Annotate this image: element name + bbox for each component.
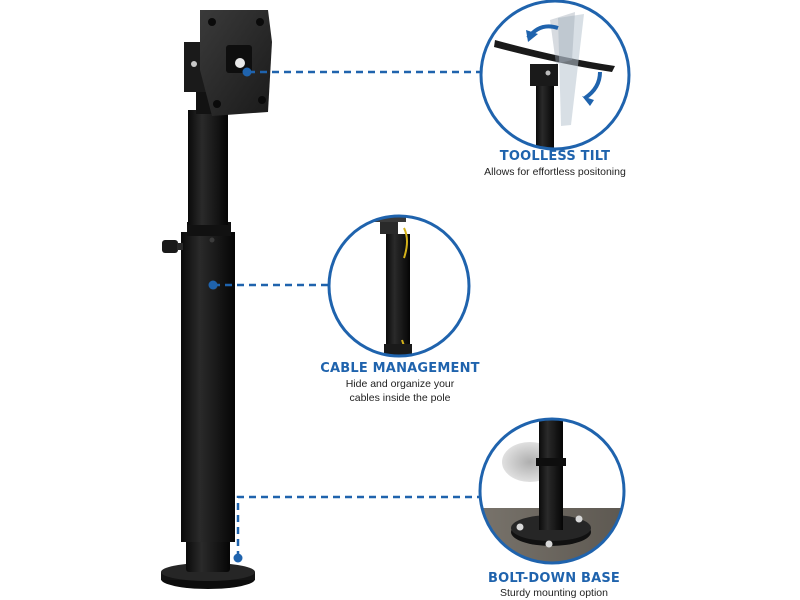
tilt-detail-icon [479,0,631,151]
connector-base [236,495,479,558]
monitor-mount [161,10,272,589]
base-detail-icon [478,417,626,565]
vesa-hole [208,18,216,26]
feature-desc-cable-line1: Hide and organize your [345,378,455,390]
upper-collar [187,222,231,236]
connector-dot [233,553,243,563]
feature-desc-base: Sturdy mounting option [500,587,608,599]
vesa-hole [256,18,264,26]
vesa-center-hole [235,58,245,68]
pole-screw [209,237,215,243]
vesa-hole [258,96,266,104]
feature-desc-tilt: Allows for effortless positoning [484,166,626,178]
feature-title-cable: CABLE MANAGEMENT [320,361,480,376]
callout-connectors [213,70,480,558]
height-knob-stem [177,243,183,250]
base-collar [186,536,230,572]
vesa-hole [213,100,221,108]
feature-title-base: BOLT-DOWN BASE [487,571,621,586]
connector-dot [242,67,252,77]
upper-pole [188,110,228,225]
cable-detail-icon [327,214,471,358]
lower-pole [181,232,235,542]
height-knob [162,240,178,253]
connector-dot [208,280,218,290]
feature-desc-cable-line2: cables inside the pole [349,392,451,404]
feature-title-tilt: TOOLLESS TILT [499,149,611,164]
vesa-side-screw [191,61,197,67]
